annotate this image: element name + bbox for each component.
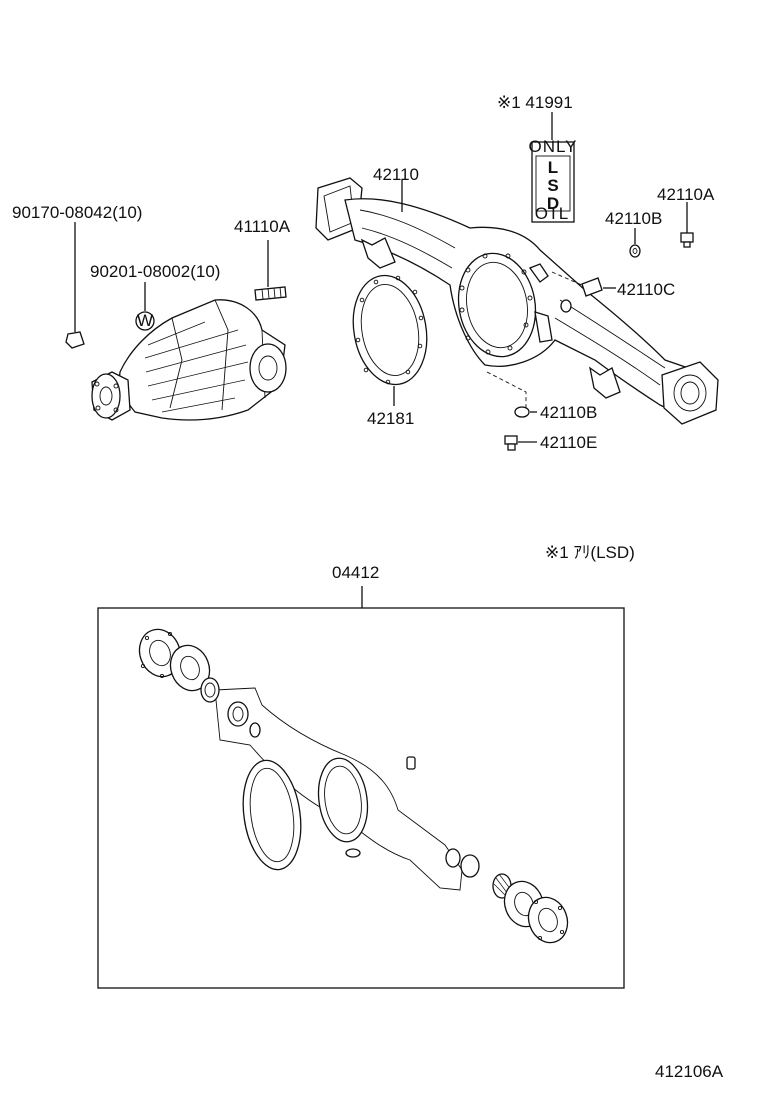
callout-42110b-bottom: 42110B bbox=[540, 403, 597, 422]
label-plate-letter-s: S bbox=[547, 176, 558, 195]
gasket-bottom bbox=[514, 406, 537, 418]
callout-42181: 42181 bbox=[367, 409, 414, 428]
stud-bolt bbox=[254, 240, 287, 301]
footnote-lsd: ※1 ｱﾘ(LSD) bbox=[545, 543, 635, 562]
callout-04412: 04412 bbox=[332, 563, 379, 582]
callout-90201: 90201-08002(10) bbox=[90, 262, 220, 281]
callout-90170: 90170-08042(10) bbox=[12, 203, 142, 222]
callout-41110a: 41110A bbox=[234, 217, 291, 236]
gasket-top bbox=[629, 228, 641, 258]
gasket-kit-frame bbox=[97, 607, 625, 989]
gasket-kit-contents bbox=[138, 628, 569, 944]
callout-42110b-top: 42110B bbox=[605, 209, 662, 228]
callout-42110e: 42110E bbox=[540, 433, 597, 452]
filler-plug bbox=[551, 271, 616, 313]
callout-41991: ※1 41991 bbox=[497, 93, 573, 112]
callout-42110a: 42110A bbox=[657, 185, 715, 204]
axle-housing bbox=[315, 177, 719, 425]
washer: W bbox=[135, 282, 155, 331]
lsd-label-plate: ONLY L S D OIL bbox=[528, 112, 577, 223]
label-plate-top: ONLY bbox=[528, 137, 577, 156]
drain-plug bbox=[504, 435, 537, 451]
label-plate-letter-l: L bbox=[548, 158, 558, 177]
label-plate-letter-d: D bbox=[547, 194, 559, 213]
breather-plug bbox=[680, 202, 694, 248]
hex-nut bbox=[65, 222, 85, 349]
differential-carrier bbox=[91, 299, 287, 421]
carrier-gasket bbox=[352, 274, 428, 406]
figure-code: 412106A bbox=[655, 1062, 724, 1081]
callout-42110: 42110 bbox=[373, 165, 419, 184]
label-plate-bottom: OIL bbox=[535, 204, 571, 223]
washer-mark: W bbox=[137, 311, 153, 330]
callout-42110c: 42110C bbox=[617, 280, 675, 299]
